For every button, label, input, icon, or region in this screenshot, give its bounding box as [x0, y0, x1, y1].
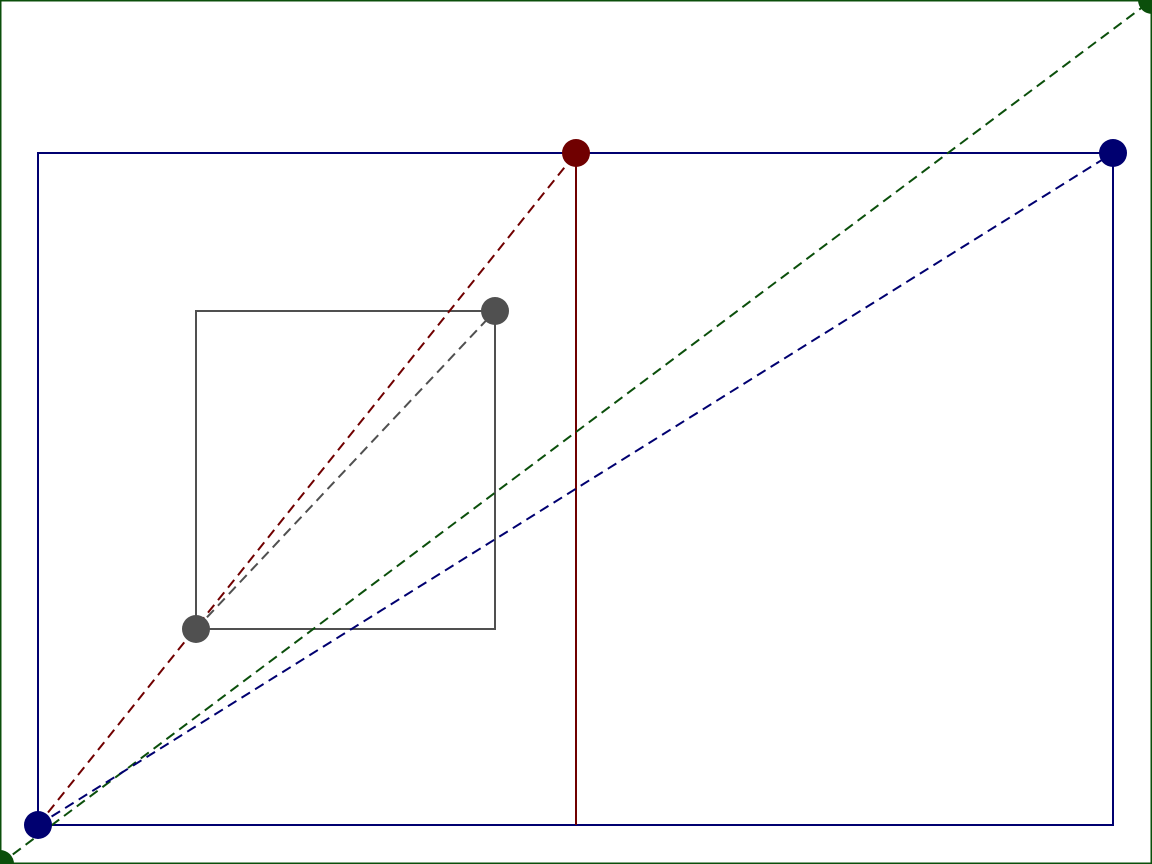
frame-corner-point-top-right: [1138, 0, 1152, 14]
large-rectangle-point-top-right: [1099, 139, 1127, 167]
large-rectangle-diagonal: [37, 152, 1114, 826]
large-rectangle-point-bottom-left: [24, 811, 52, 839]
small-square-diagonal: [195, 310, 496, 630]
divider-point-top: [562, 139, 590, 167]
frame-corner-point-bottom-left: [0, 850, 14, 864]
small-square-point-bottom-left: [182, 615, 210, 643]
small-square-point-top-right: [481, 297, 509, 325]
small-square: [195, 310, 496, 630]
